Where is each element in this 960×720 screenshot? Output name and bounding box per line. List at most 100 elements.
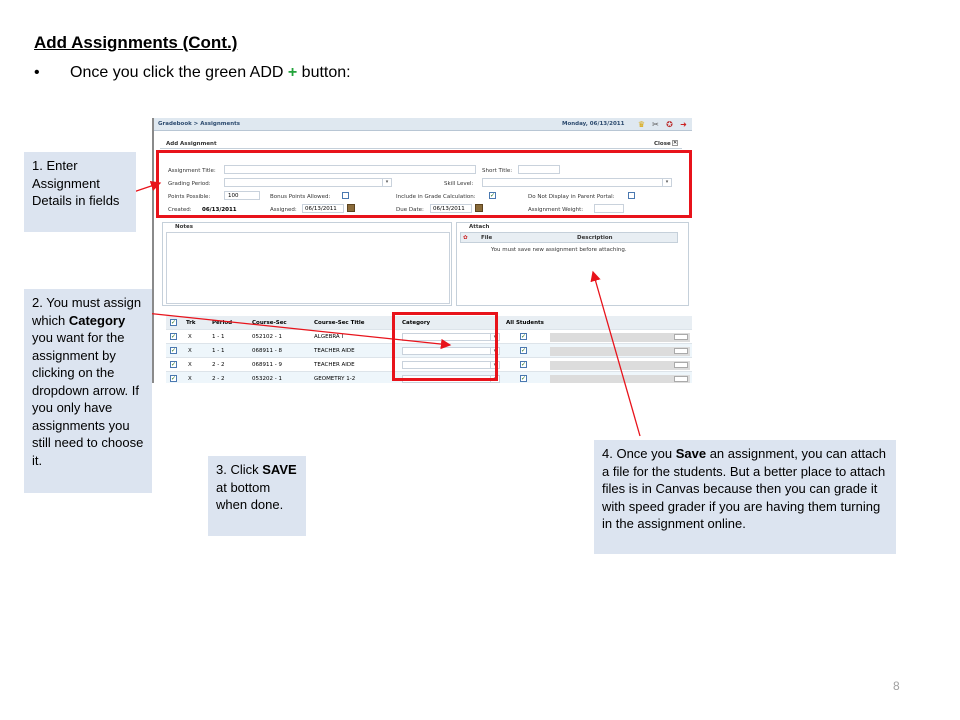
calendar-icon[interactable] [347, 204, 355, 212]
row-checkbox[interactable]: ✓ [170, 347, 177, 354]
row-bar-handle[interactable] [674, 362, 688, 368]
notes-label: Notes [175, 224, 194, 230]
bullet-instruction: • Once you click the green ADD + button: [34, 64, 351, 82]
grid-header: ✓ Trk Period Course-Sec Course-Sec Title… [166, 316, 692, 330]
due-date-input[interactable]: 06/13/2011 [430, 204, 472, 213]
row-bar [550, 333, 690, 342]
add-attachment-icon[interactable]: ✿ [463, 235, 468, 241]
col-period[interactable]: Period [212, 320, 233, 326]
assignment-weight-input[interactable] [594, 204, 624, 213]
do-not-display-checkbox[interactable] [628, 192, 635, 199]
attach-panel: Attach ✿ File Description You must save … [456, 222, 689, 306]
points-possible-label: Points Possible: [168, 194, 211, 200]
row-bar-handle[interactable] [674, 348, 688, 354]
grading-period-select[interactable]: ▾ [224, 178, 392, 187]
assignment-weight-label: Assignment Weight: [528, 207, 584, 213]
logout-icon[interactable]: ➜ [680, 120, 687, 129]
grading-period-label: Grading Period: [168, 181, 211, 187]
cell-title: ALGEBRA I [314, 334, 344, 340]
col-category[interactable]: Category [402, 320, 431, 326]
due-date-label: Due Date: [396, 207, 424, 213]
short-title-label: Short Title: [482, 168, 513, 174]
breadcrumb[interactable]: Gradebook > Assignments [158, 121, 241, 127]
col-trk[interactable]: Trk [186, 320, 196, 326]
skill-level-label: Skill Level: [444, 181, 474, 187]
col-all-students[interactable]: All Students [506, 320, 544, 326]
gradebook-screenshot: Gradebook > Assignments Monday, 06/13/20… [152, 118, 692, 383]
chevron-down-icon[interactable]: ▾ [490, 334, 499, 340]
attach-col-file: File [481, 235, 493, 241]
tools-icon[interactable]: ✂ [652, 120, 659, 129]
row-bar [550, 347, 690, 356]
created-label: Created: [168, 207, 192, 213]
bonus-points-label: Bonus Points Allowed: [270, 194, 331, 200]
slide-title: Add Assignments (Cont.) [34, 33, 238, 52]
add-plus-icon: + [287, 64, 298, 81]
category-select[interactable]: ▾ [402, 361, 500, 369]
cell-trk: X [188, 334, 192, 340]
attach-header: ✿ File Description [460, 232, 678, 243]
row-checkbox[interactable]: ✓ [170, 375, 177, 382]
callout-1: 1. Enter Assignment Details in fields [24, 152, 136, 232]
row-bar [550, 375, 690, 383]
all-students-checkbox[interactable]: ✓ [520, 333, 527, 340]
crown-icon[interactable]: ♛ [637, 120, 646, 129]
top-bar: Gradebook > Assignments Monday, 06/13/20… [154, 118, 692, 131]
callout-2: 2. You must assign which Category you wa… [24, 289, 152, 493]
select-all-checkbox[interactable]: ✓ [170, 319, 177, 326]
cell-period: 2 - 2 [212, 376, 225, 382]
chevron-down-icon[interactable]: ▾ [382, 179, 391, 186]
chevron-down-icon[interactable]: ▾ [490, 348, 499, 354]
current-date: Monday, 06/13/2011 [562, 121, 625, 127]
assigned-date-input[interactable]: 06/13/2011 [302, 204, 344, 213]
points-possible-input[interactable]: 100 [224, 191, 260, 200]
callout-4: 4. Once you Save an assignment, you can … [594, 440, 896, 554]
table-row: ✓ X 1 - 1 052102 - 1 ALGEBRA I ▾ ✓ [166, 330, 692, 344]
chevron-down-icon[interactable]: ▾ [490, 362, 499, 368]
skill-level-select[interactable]: ▾ [482, 178, 672, 187]
row-bar-handle[interactable] [674, 334, 688, 340]
attach-label: Attach [469, 224, 490, 230]
assignment-title-input[interactable] [224, 165, 476, 174]
cell-title: TEACHER AIDE [314, 348, 355, 354]
short-title-input[interactable] [518, 165, 560, 174]
include-grade-calc-label: Include in Grade Calculation: [396, 194, 476, 200]
highlight-category [392, 312, 498, 381]
arrow-to-attach [590, 270, 641, 437]
calendar-icon[interactable] [475, 204, 483, 212]
chevron-down-icon[interactable]: ▾ [662, 179, 671, 186]
attach-message: You must save new assignment before atta… [491, 247, 627, 253]
assigned-label: Assigned: [270, 207, 297, 213]
col-course-sec[interactable]: Course-Sec [252, 320, 287, 326]
close-link[interactable]: Close [654, 141, 671, 147]
cell-title: GEOMETRY 1-2 [314, 376, 356, 382]
help-icon[interactable]: ✪ [666, 120, 673, 129]
notes-panel: Notes [162, 222, 452, 306]
all-students-checkbox[interactable]: ✓ [520, 375, 527, 382]
cell-course-sec: 052102 - 1 [252, 334, 282, 340]
bullet-text: Once you click the green ADD + button: [70, 64, 351, 81]
cell-period: 2 - 2 [212, 362, 225, 368]
include-grade-calc-checkbox[interactable]: ✓ [489, 192, 496, 199]
cell-trk: X [188, 376, 192, 382]
col-course-sec-title[interactable]: Course-Sec Title [314, 320, 365, 326]
all-students-checkbox[interactable]: ✓ [520, 361, 527, 368]
bullet-dot: • [34, 64, 40, 81]
add-assignment-header: Add Assignment Close ✕ [160, 140, 682, 149]
notes-textarea[interactable] [166, 232, 450, 304]
all-students-checkbox[interactable]: ✓ [520, 347, 527, 354]
cell-course-sec: 068911 - 9 [252, 362, 282, 368]
cell-course-sec: 053202 - 1 [252, 376, 282, 382]
cell-trk: X [188, 348, 192, 354]
panel-title: Add Assignment [166, 141, 217, 147]
row-bar-handle[interactable] [674, 376, 688, 382]
callout-3: 3. Click SAVE at bottom when done. [208, 456, 306, 536]
close-icon[interactable]: ✕ [672, 140, 678, 146]
page-number: 8 [893, 679, 900, 693]
arrow-to-category [135, 311, 452, 350]
row-checkbox[interactable]: ✓ [170, 333, 177, 340]
do-not-display-label: Do Not Display in Parent Portal: [528, 194, 615, 200]
bonus-points-checkbox[interactable] [342, 192, 349, 199]
cell-period: 1 - 1 [212, 334, 225, 340]
row-checkbox[interactable]: ✓ [170, 361, 177, 368]
